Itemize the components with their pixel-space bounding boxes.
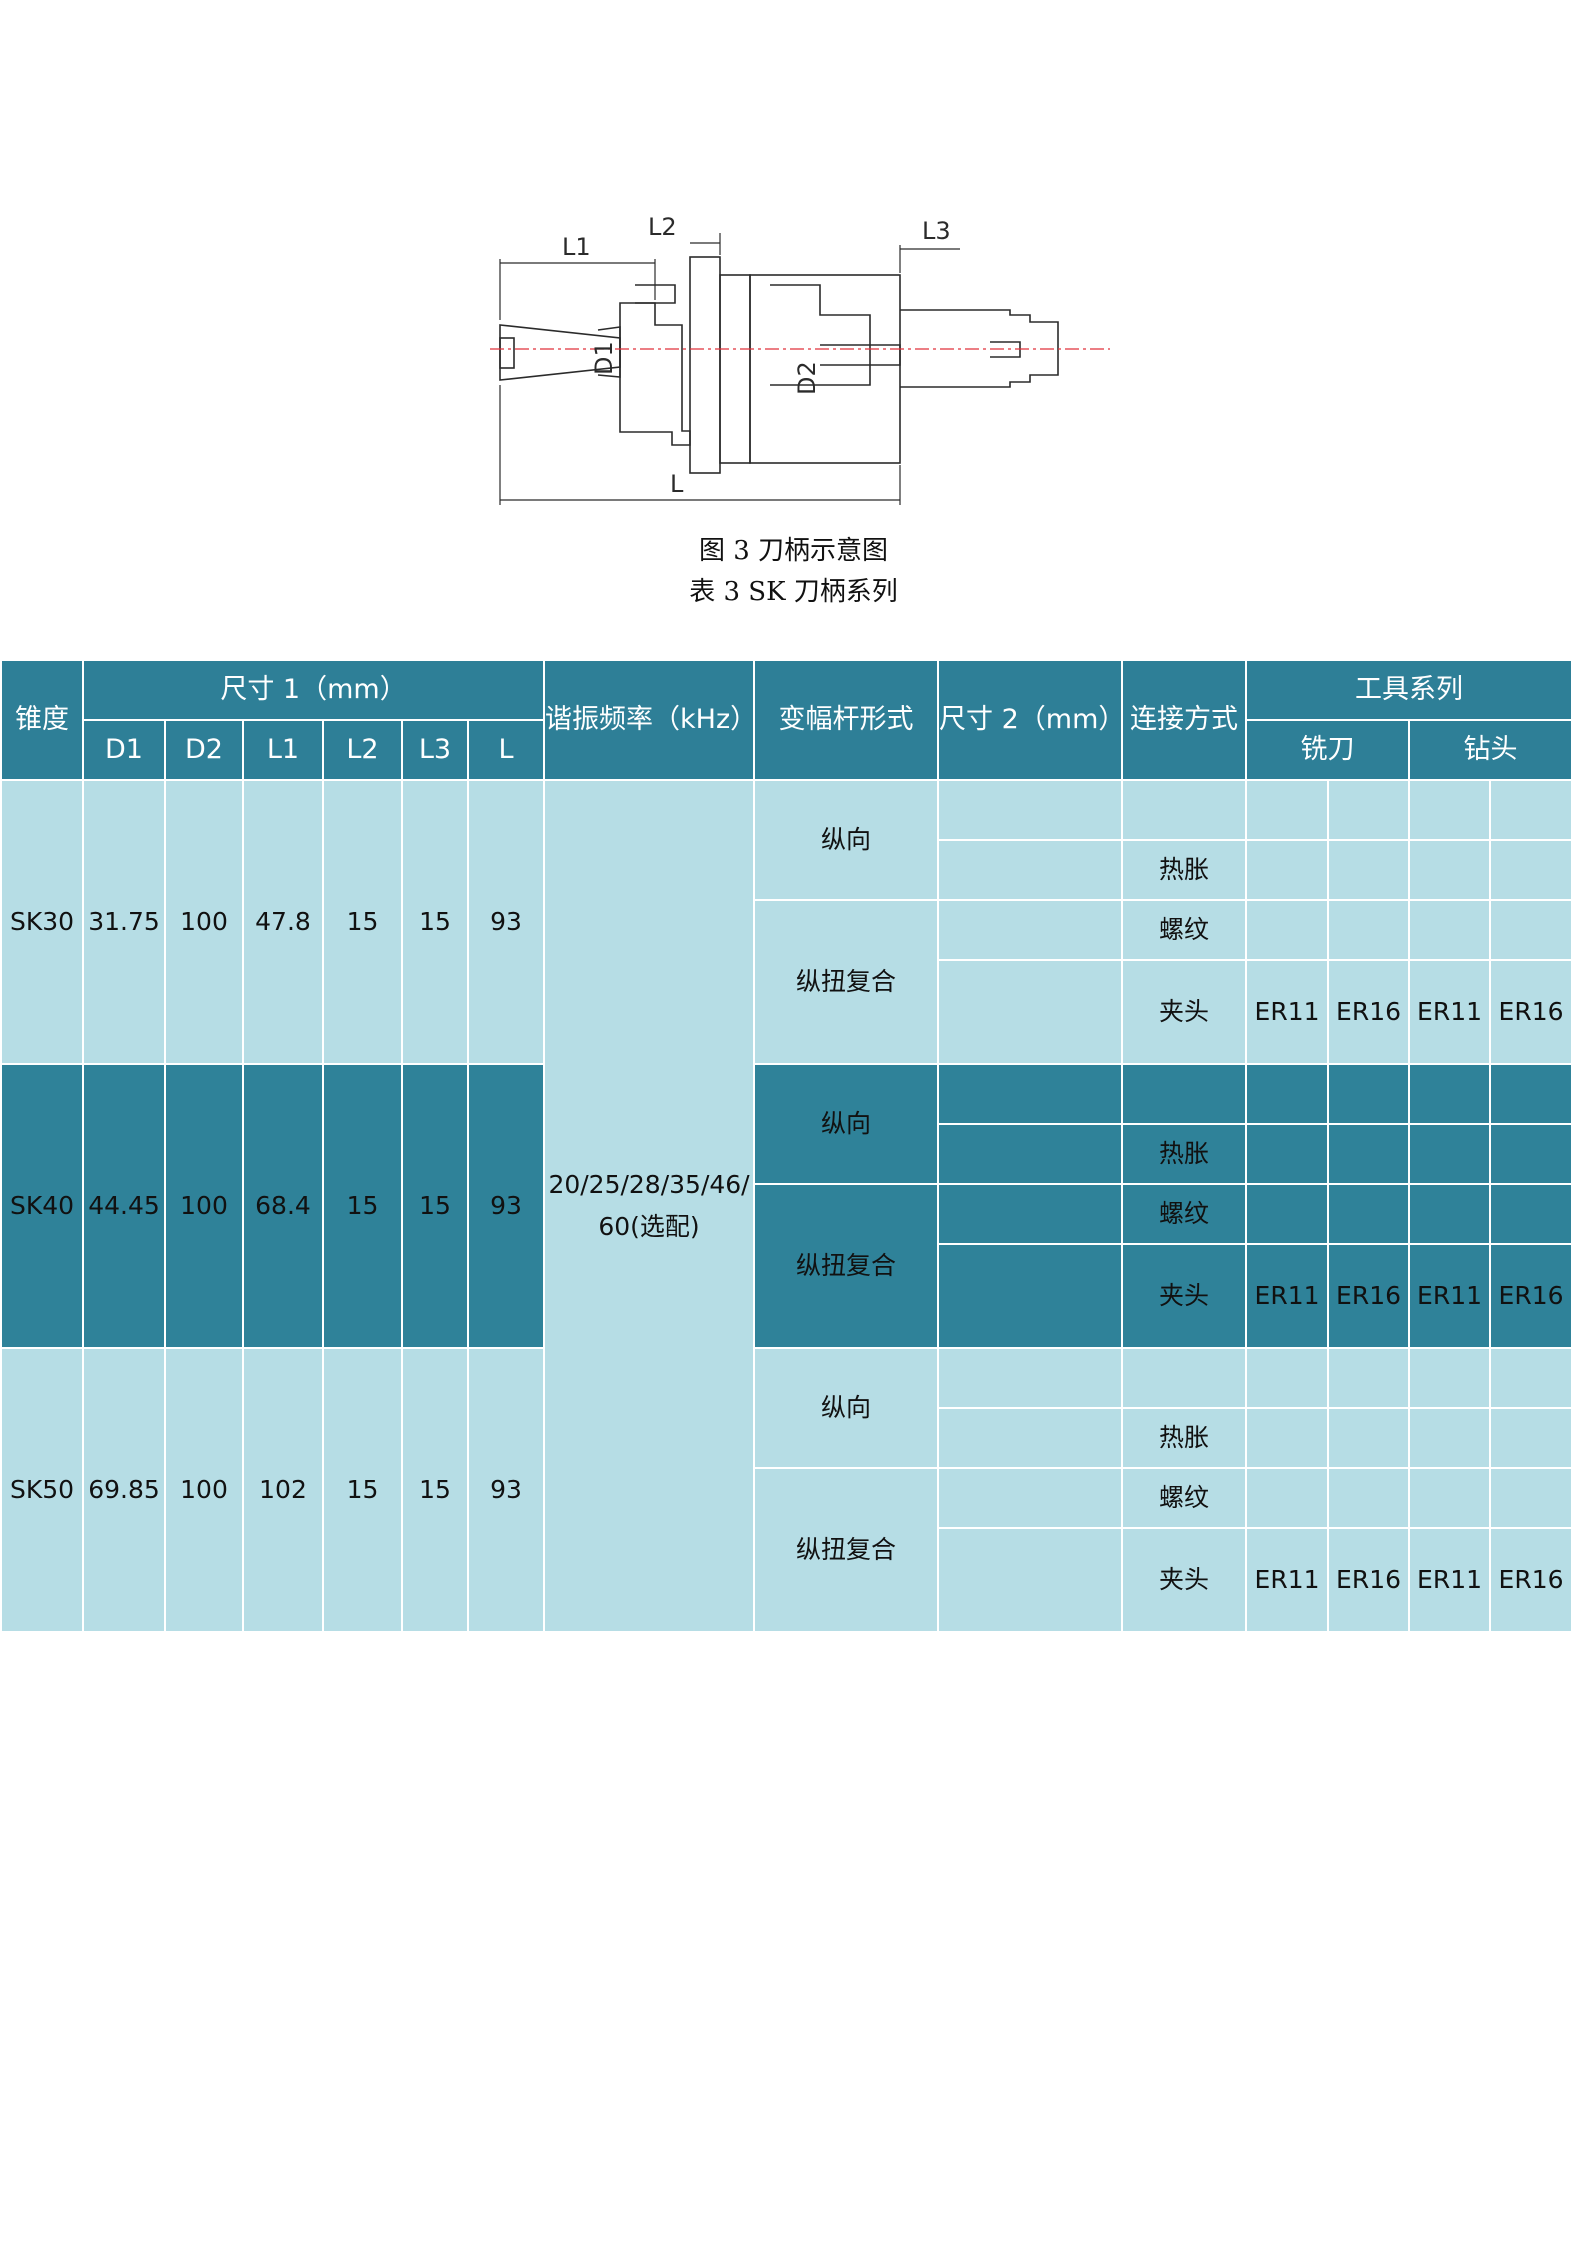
header-l2: L2 (322, 719, 403, 781)
cell-d2: 100 (164, 779, 244, 1065)
cell-conn (1121, 779, 1248, 841)
cell-collet-mill-1: ER11 (1245, 959, 1330, 1065)
cell-l: 93 (466, 1063, 546, 1349)
cell-d1: 31.75 (82, 779, 166, 1065)
inner-bore (820, 344, 901, 366)
header-horn: 变幅杆形式 (753, 659, 940, 781)
cell-conn-collet: 夹头 (1121, 1243, 1248, 1349)
l2-label: L2 (648, 213, 677, 241)
cell-size2 (937, 1063, 1124, 1125)
cell-size2 (937, 1183, 1124, 1245)
cylinder-body (749, 274, 901, 464)
cell-collet-mill-2: ER16 (1327, 1243, 1411, 1349)
taper-end (499, 337, 515, 369)
cell-l2: 15 (322, 779, 403, 1065)
cell-horn-longitudinal: 纵向 (753, 779, 940, 901)
cell-collet-drill-2: ER16 (1489, 1527, 1574, 1633)
header-d1: D1 (82, 719, 166, 781)
header-taper: 锥度 (0, 659, 84, 781)
cell-l2: 15 (322, 1347, 403, 1633)
cell-size2 (937, 1467, 1124, 1529)
cell-conn-shrink: 热胀 (1121, 1407, 1248, 1469)
cell-conn-shrink: 热胀 (1121, 839, 1248, 901)
figure-caption: 图 3 刀柄示意图 (698, 536, 889, 566)
l-label: L (670, 470, 684, 498)
cell-collet-drill-2: ER16 (1489, 959, 1574, 1065)
cell-conn-collet: 夹头 (1121, 959, 1248, 1065)
cell-conn-thread: 螺纹 (1121, 899, 1248, 961)
cell-size2 (937, 1243, 1124, 1349)
cell-conn-thread: 螺纹 (1121, 1467, 1248, 1529)
cell-horn-compound: 纵扭复合 (753, 899, 940, 1065)
sk-holder-table: 锥度 尺寸 1（mm） 谐振频率（kHz） 变幅杆形式 尺寸 2（mm） 连接方… (0, 659, 1574, 1633)
cell-collet-drill-1: ER11 (1408, 1527, 1492, 1633)
cell-collet-mill-2: ER16 (1327, 1527, 1411, 1633)
d2-label: D2 (793, 361, 821, 395)
cell-collet-drill-1: ER11 (1408, 959, 1492, 1065)
cell-size2 (937, 1527, 1124, 1633)
header-d2: D2 (164, 719, 244, 781)
header-freq: 谐振频率（kHz） (543, 659, 757, 781)
flange-collar (719, 274, 751, 464)
header-size2: 尺寸 2（mm） (937, 659, 1125, 781)
tool-holder-drawing: L1 L2 L3 L D1 D2 (490, 213, 1110, 505)
cell-conn-collet: 夹头 (1121, 1527, 1248, 1633)
cell-d1: 69.85 (82, 1347, 166, 1633)
cell-l: 93 (466, 1347, 546, 1633)
cell-conn (1121, 1063, 1248, 1125)
cell-size2 (937, 839, 1124, 901)
cell-conn (1121, 1347, 1248, 1409)
cell-d2: 100 (164, 1063, 244, 1349)
cell-taper: SK30 (0, 779, 84, 1065)
cell-l3: 15 (401, 779, 469, 1065)
cell-taper: SK50 (0, 1347, 84, 1633)
cell-horn-compound: 纵扭复合 (753, 1467, 940, 1633)
header-l: L (466, 719, 546, 781)
cell-size2 (937, 1407, 1124, 1469)
cell-conn-thread: 螺纹 (1121, 1183, 1248, 1245)
cell-collet-mill-2: ER16 (1327, 959, 1411, 1065)
d1-label: D1 (590, 341, 618, 375)
cell-horn-compound: 纵扭复合 (753, 1183, 940, 1349)
cell-size2 (937, 779, 1124, 841)
cell-l3: 15 (401, 1347, 469, 1633)
header-l1: L1 (242, 719, 324, 781)
body-outline (619, 302, 691, 446)
cell-l3: 15 (401, 1063, 469, 1349)
cell-size2 (937, 1347, 1124, 1409)
cell-collet-mill-1: ER11 (1245, 1527, 1330, 1633)
cell-horn-longitudinal: 纵向 (753, 1063, 940, 1185)
cell-size2 (937, 1123, 1124, 1185)
cell-l2: 15 (322, 1063, 403, 1349)
cell-conn-shrink: 热胀 (1121, 1123, 1248, 1185)
header-l3: L3 (401, 719, 469, 781)
cell-frequency: 20/25/28/35/46/60(选配) (543, 779, 756, 1633)
cell-horn-longitudinal: 纵向 (753, 1347, 940, 1469)
cell-l1: 47.8 (242, 779, 324, 1065)
cell-d1: 44.45 (82, 1063, 166, 1349)
cell-taper: SK40 (0, 1063, 84, 1349)
l3-label: L3 (922, 217, 951, 245)
cell-l1: 68.4 (242, 1063, 324, 1349)
header-tools: 工具系列 (1245, 659, 1574, 721)
cell-size2 (937, 899, 1124, 961)
cell-collet-drill-1: ER11 (1408, 1243, 1492, 1349)
l1-label: L1 (562, 233, 591, 261)
cell-size2 (937, 959, 1124, 1065)
header-conn: 连接方式 (1121, 659, 1248, 781)
table-caption: 表 3 SK 刀柄系列 (689, 577, 898, 607)
cell-collet-mill-1: ER11 (1245, 1243, 1330, 1349)
cell-collet-drill-2: ER16 (1489, 1243, 1574, 1349)
header-mill: 铣刀 (1245, 719, 1411, 781)
cell-l1: 102 (242, 1347, 324, 1633)
cell-l: 93 (466, 779, 546, 1065)
inner-step (770, 284, 871, 386)
header-size1: 尺寸 1（mm） (81, 659, 546, 721)
flange (689, 256, 721, 474)
cell-d2: 100 (164, 1347, 244, 1633)
header-drill: 钻头 (1408, 719, 1574, 781)
